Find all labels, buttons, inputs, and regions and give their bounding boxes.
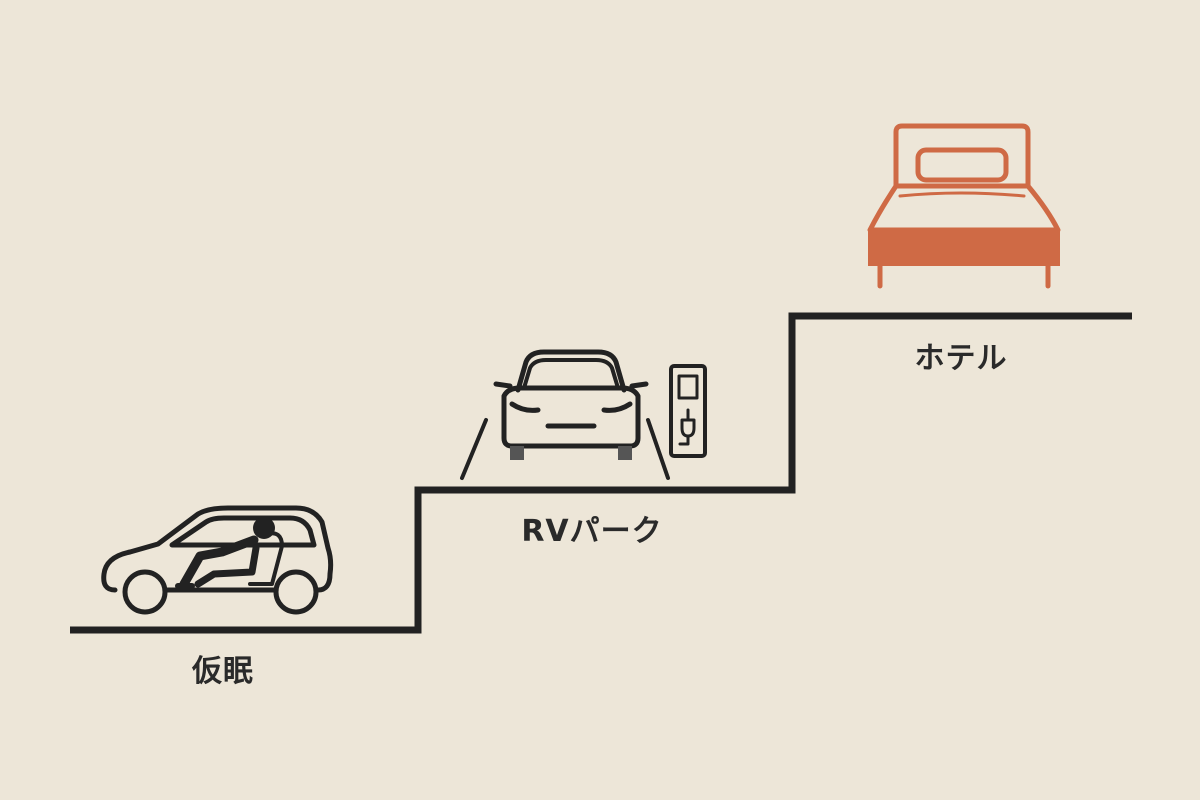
hotel-bed-icon	[867, 123, 1061, 289]
step-label-rv-park: RVパーク	[521, 514, 662, 549]
step-label-nap: 仮眠	[191, 654, 254, 689]
staircase-line	[70, 312, 1132, 634]
car-charging-icon	[460, 349, 707, 480]
car-sleeping-icon	[101, 505, 334, 615]
step-label-hotel: ホテル	[915, 341, 1008, 376]
